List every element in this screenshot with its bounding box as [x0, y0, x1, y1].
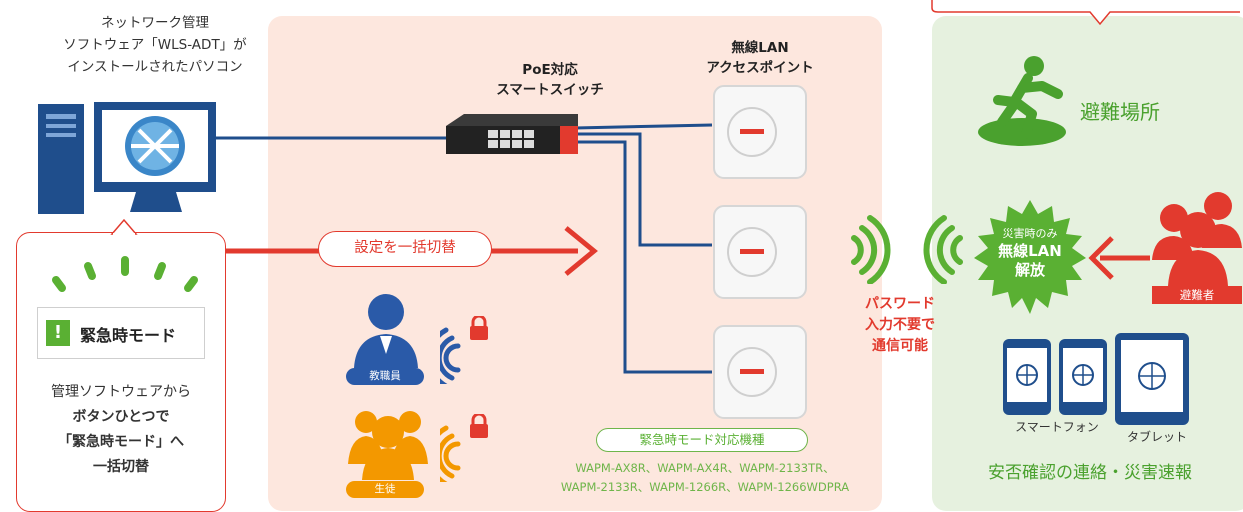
- staff-person-icon: [354, 294, 418, 368]
- pc-caption: ネットワーク管理 ソフトウェア「WLS-ADT」が インストールされたパソコン: [40, 12, 270, 78]
- emergency-mode-label: 緊急時モード: [80, 326, 177, 345]
- password-free-line: 通信可能: [872, 338, 928, 354]
- switch-label-line: PoE対応: [522, 62, 578, 78]
- pc-caption-line: インストールされたパソコン: [67, 59, 243, 75]
- student-label: 生徒: [346, 481, 424, 498]
- callout-description-line: ボタンひとつで: [72, 409, 170, 425]
- emergency-models-list: WAPM-AX8R、WAPM-AX4R、WAPM-2133TR、 WAPM-21…: [545, 459, 865, 497]
- starburst-badge: [974, 200, 1086, 314]
- access-point-label-line: 無線LAN: [731, 40, 789, 56]
- tablet-label: タブレット: [1126, 430, 1187, 444]
- emergency-models-line: WAPM-2133R、WAPM-1266R、WAPM-1266WDPRA: [560, 480, 850, 494]
- emergency-mode-button[interactable]: ! 緊急時モード: [37, 307, 205, 359]
- switch-label-line: スマートスイッチ: [496, 82, 604, 98]
- shelter-label: 避難場所: [1080, 100, 1160, 124]
- access-point-label: 無線LAN アクセスポイント: [680, 38, 840, 78]
- smartphone-icon: [1003, 339, 1051, 415]
- callout-description-line: 一括切替: [93, 459, 149, 475]
- locked-wifi-icon: [440, 316, 488, 384]
- open-wifi-line: 解放: [1014, 261, 1045, 279]
- password-free-text: パスワード 入力不要で 通信可能: [840, 294, 960, 357]
- open-wifi-line: 無線LAN: [998, 242, 1062, 260]
- callout-description: 管理ソフトウェアから ボタンひとつで 「緊急時モード」へ 一括切替: [18, 380, 224, 480]
- emergency-models-line: WAPM-AX8R、WAPM-AX4R、WAPM-2133TR、: [575, 461, 835, 475]
- callout-pointer: [110, 218, 138, 237]
- evacuees-group-icon: [1152, 192, 1242, 286]
- evacuee-label: 避難者: [1152, 286, 1242, 304]
- access-point-icon: [713, 325, 807, 419]
- disaster-only-label: 災害時のみ: [1002, 227, 1058, 240]
- safety-info-label: 安否確認の連絡・災害速報: [988, 463, 1192, 483]
- bulk-switch-label: 設定を一括切替: [318, 231, 492, 267]
- students-group-icon: [348, 411, 428, 480]
- pc-caption-line: ネットワーク管理: [101, 15, 209, 31]
- smartphone-icon: [1059, 339, 1107, 415]
- top-callout-fragment: [931, 0, 1240, 26]
- access-point-label-line: アクセスポイント: [706, 60, 814, 76]
- emergency-models-title: 緊急時モード対応機種: [596, 428, 808, 452]
- alert-glow-icon: [52, 256, 198, 292]
- callout-description-line: 「緊急時モード」へ: [58, 434, 184, 450]
- staff-label: 教職員: [346, 368, 424, 385]
- open-wifi-label: 無線LAN 解放: [980, 242, 1080, 280]
- password-free-line: 入力不要で: [865, 317, 935, 333]
- switch-label: PoE対応 スマートスイッチ: [470, 60, 630, 100]
- evacuation-exit-icon: [978, 56, 1066, 146]
- password-free-line: パスワード: [865, 296, 935, 312]
- tablet-icon: [1115, 333, 1189, 425]
- callout-description-line: 管理ソフトウェアから: [51, 384, 191, 400]
- access-point-icon: [713, 205, 807, 299]
- smartphone-label: スマートフォン: [1015, 420, 1099, 434]
- wireless-signal-icon: [851, 215, 963, 284]
- locked-wifi-icon: [440, 414, 488, 482]
- computer-icon: [38, 102, 216, 214]
- pc-caption-line: ソフトウェア「WLS-ADT」が: [63, 37, 247, 53]
- exclamation-icon: !: [46, 320, 70, 346]
- poe-switch-icon: [446, 114, 578, 154]
- access-point-icon: [713, 85, 807, 179]
